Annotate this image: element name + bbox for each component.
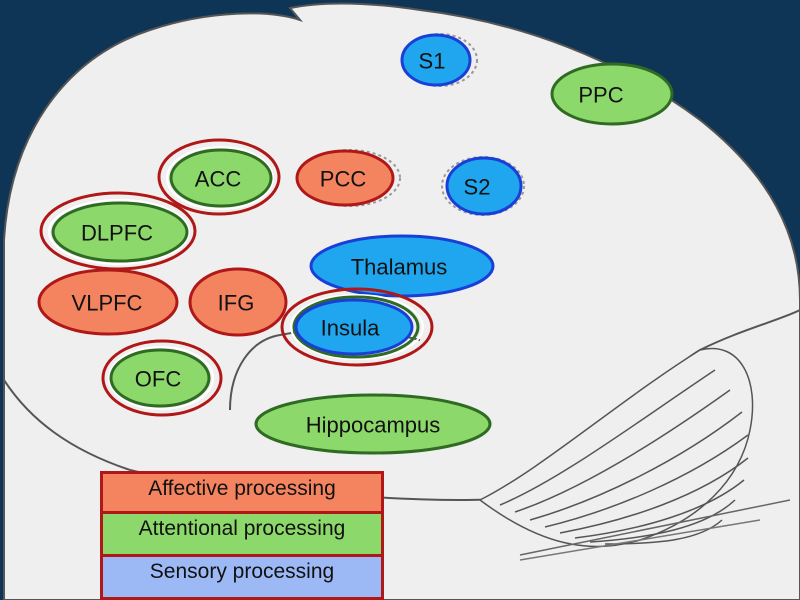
region-acc[interactable]: ACC [157, 138, 281, 216]
region-dlpfc[interactable]: DLPFC [39, 191, 197, 271]
legend-attentional-label: Attentional processing [138, 517, 346, 540]
legend-attentional: Attentional processing [100, 514, 384, 557]
region-vlpfc-label: VLPFC [72, 291, 143, 316]
region-acc-label: ACC [195, 167, 242, 192]
region-pcc-label: PCC [320, 167, 367, 192]
legend-sensory-label: Sensory processing [149, 560, 335, 583]
region-s2-label: S2 [464, 175, 491, 200]
region-s2[interactable]: S2 [441, 156, 525, 216]
region-insula[interactable]: Insula [280, 287, 434, 367]
region-s1-label: S1 [419, 49, 446, 74]
region-dlpfc-label: DLPFC [81, 221, 153, 246]
region-ppc[interactable]: PPC [550, 62, 674, 126]
region-thalamus-label: Thalamus [351, 255, 448, 280]
region-vlpfc[interactable]: VLPFC [37, 268, 179, 336]
region-ifg[interactable]: IFG [188, 267, 288, 337]
region-pcc[interactable]: PCC [295, 149, 401, 207]
region-s1[interactable]: S1 [400, 33, 478, 87]
legend-affective: Affective processing [100, 471, 384, 514]
region-ifg-label: IFG [218, 291, 255, 316]
legend-sensory: Sensory processing [100, 557, 384, 600]
region-hippocampus-label: Hippocampus [306, 413, 441, 438]
region-insula-label: Insula [321, 316, 380, 341]
brainstem-line [519, 499, 791, 556]
frontal-lower-edge [3, 379, 131, 471]
cerebellum [478, 347, 761, 561]
region-hippocampus[interactable]: Hippocampus [254, 393, 492, 455]
region-ppc-label: PPC [578, 83, 623, 108]
legend-affective-label: Affective processing [148, 477, 336, 500]
region-thalamus[interactable]: Thalamus [309, 234, 495, 298]
region-ofc-label: OFC [135, 367, 182, 392]
region-ofc[interactable]: OFC [101, 339, 223, 417]
